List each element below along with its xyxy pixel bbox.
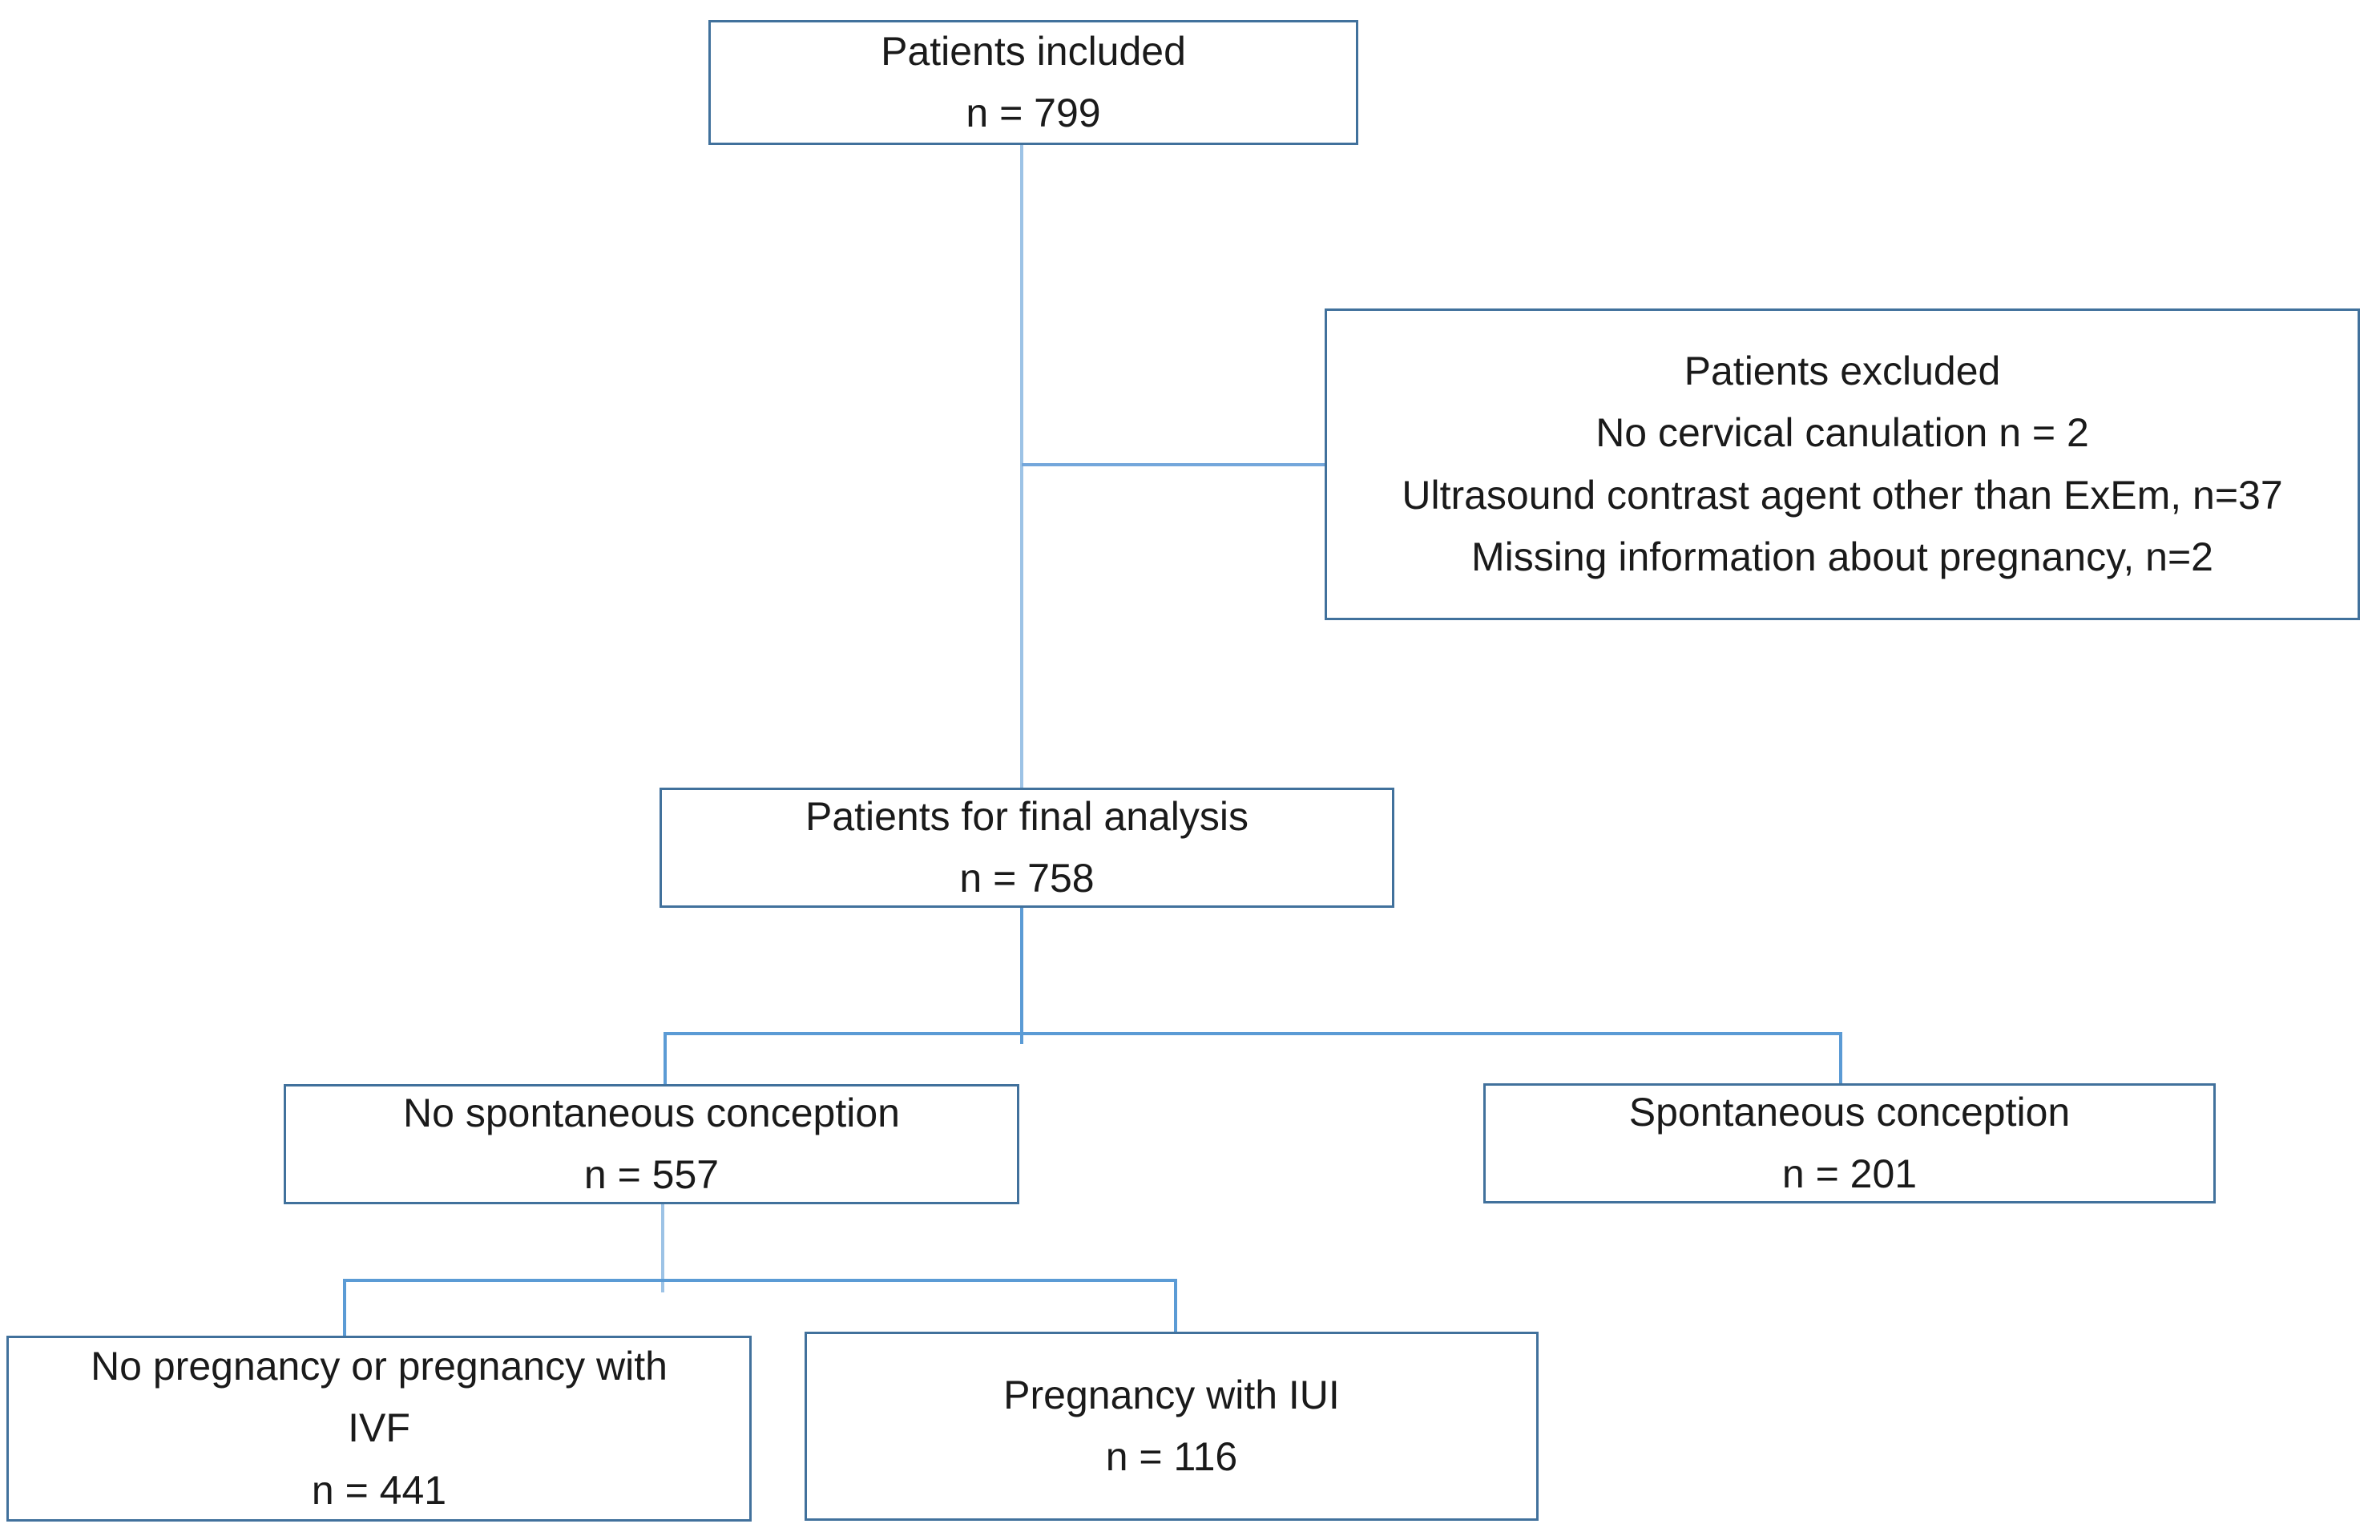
connector-branch-main — [664, 1032, 1842, 1035]
node-no-pregnancy-or-ivf: No pregnancy or pregnancy with IVF n = 4… — [6, 1336, 752, 1522]
node-patients-excluded: Patients excluded No cervical canulation… — [1325, 308, 2360, 620]
connector-branch-sub — [343, 1279, 1177, 1282]
connector-sub-to-ivf — [343, 1279, 346, 1337]
connector-to-excluded — [1022, 463, 1325, 466]
exclusion-reason-2: Ultrasound contrast agent other than ExE… — [1402, 472, 2283, 518]
node-spontaneous-conception: Spontaneous conception n = 201 — [1483, 1083, 2216, 1203]
node-label-line-1: No pregnancy or pregnancy with — [91, 1343, 668, 1389]
node-label: Patients excluded — [1684, 348, 2001, 393]
node-no-spontaneous-conception: No spontaneous conception n = 557 — [284, 1084, 1019, 1204]
connector-included-to-final — [1020, 145, 1023, 788]
node-label: No spontaneous conception — [403, 1090, 900, 1135]
node-count: n = 441 — [311, 1467, 447, 1513]
connector-branch-to-no-spontaneous — [664, 1032, 667, 1086]
connector-branch-to-spontaneous — [1839, 1032, 1842, 1085]
node-count: n = 758 — [959, 856, 1095, 901]
exclusion-reason-3: Missing information about pregnancy, n=2 — [1470, 534, 2213, 579]
node-count: n = 557 — [583, 1152, 720, 1197]
node-patients-included: Patients included n = 799 — [708, 20, 1358, 145]
node-label: Patients for final analysis — [805, 793, 1249, 839]
connector-final-to-branch — [1020, 908, 1023, 1044]
node-final-analysis: Patients for final analysis n = 758 — [660, 788, 1394, 908]
node-pregnancy-with-iui: Pregnancy with IUI n = 116 — [805, 1332, 1539, 1521]
node-label: Pregnancy with IUI — [1003, 1372, 1340, 1417]
connector-no-spontaneous-to-sub — [661, 1204, 664, 1292]
node-label-line-2: IVF — [348, 1405, 410, 1451]
connector-sub-to-iui — [1174, 1279, 1177, 1333]
node-label: Patients included — [881, 28, 1186, 74]
node-count: n = 116 — [1105, 1434, 1238, 1479]
node-label: Spontaneous conception — [1628, 1089, 2071, 1135]
node-count: n = 799 — [966, 91, 1101, 135]
node-count: n = 201 — [1781, 1151, 1918, 1196]
exclusion-reason-1: No cervical canulation n = 2 — [1595, 410, 2089, 455]
